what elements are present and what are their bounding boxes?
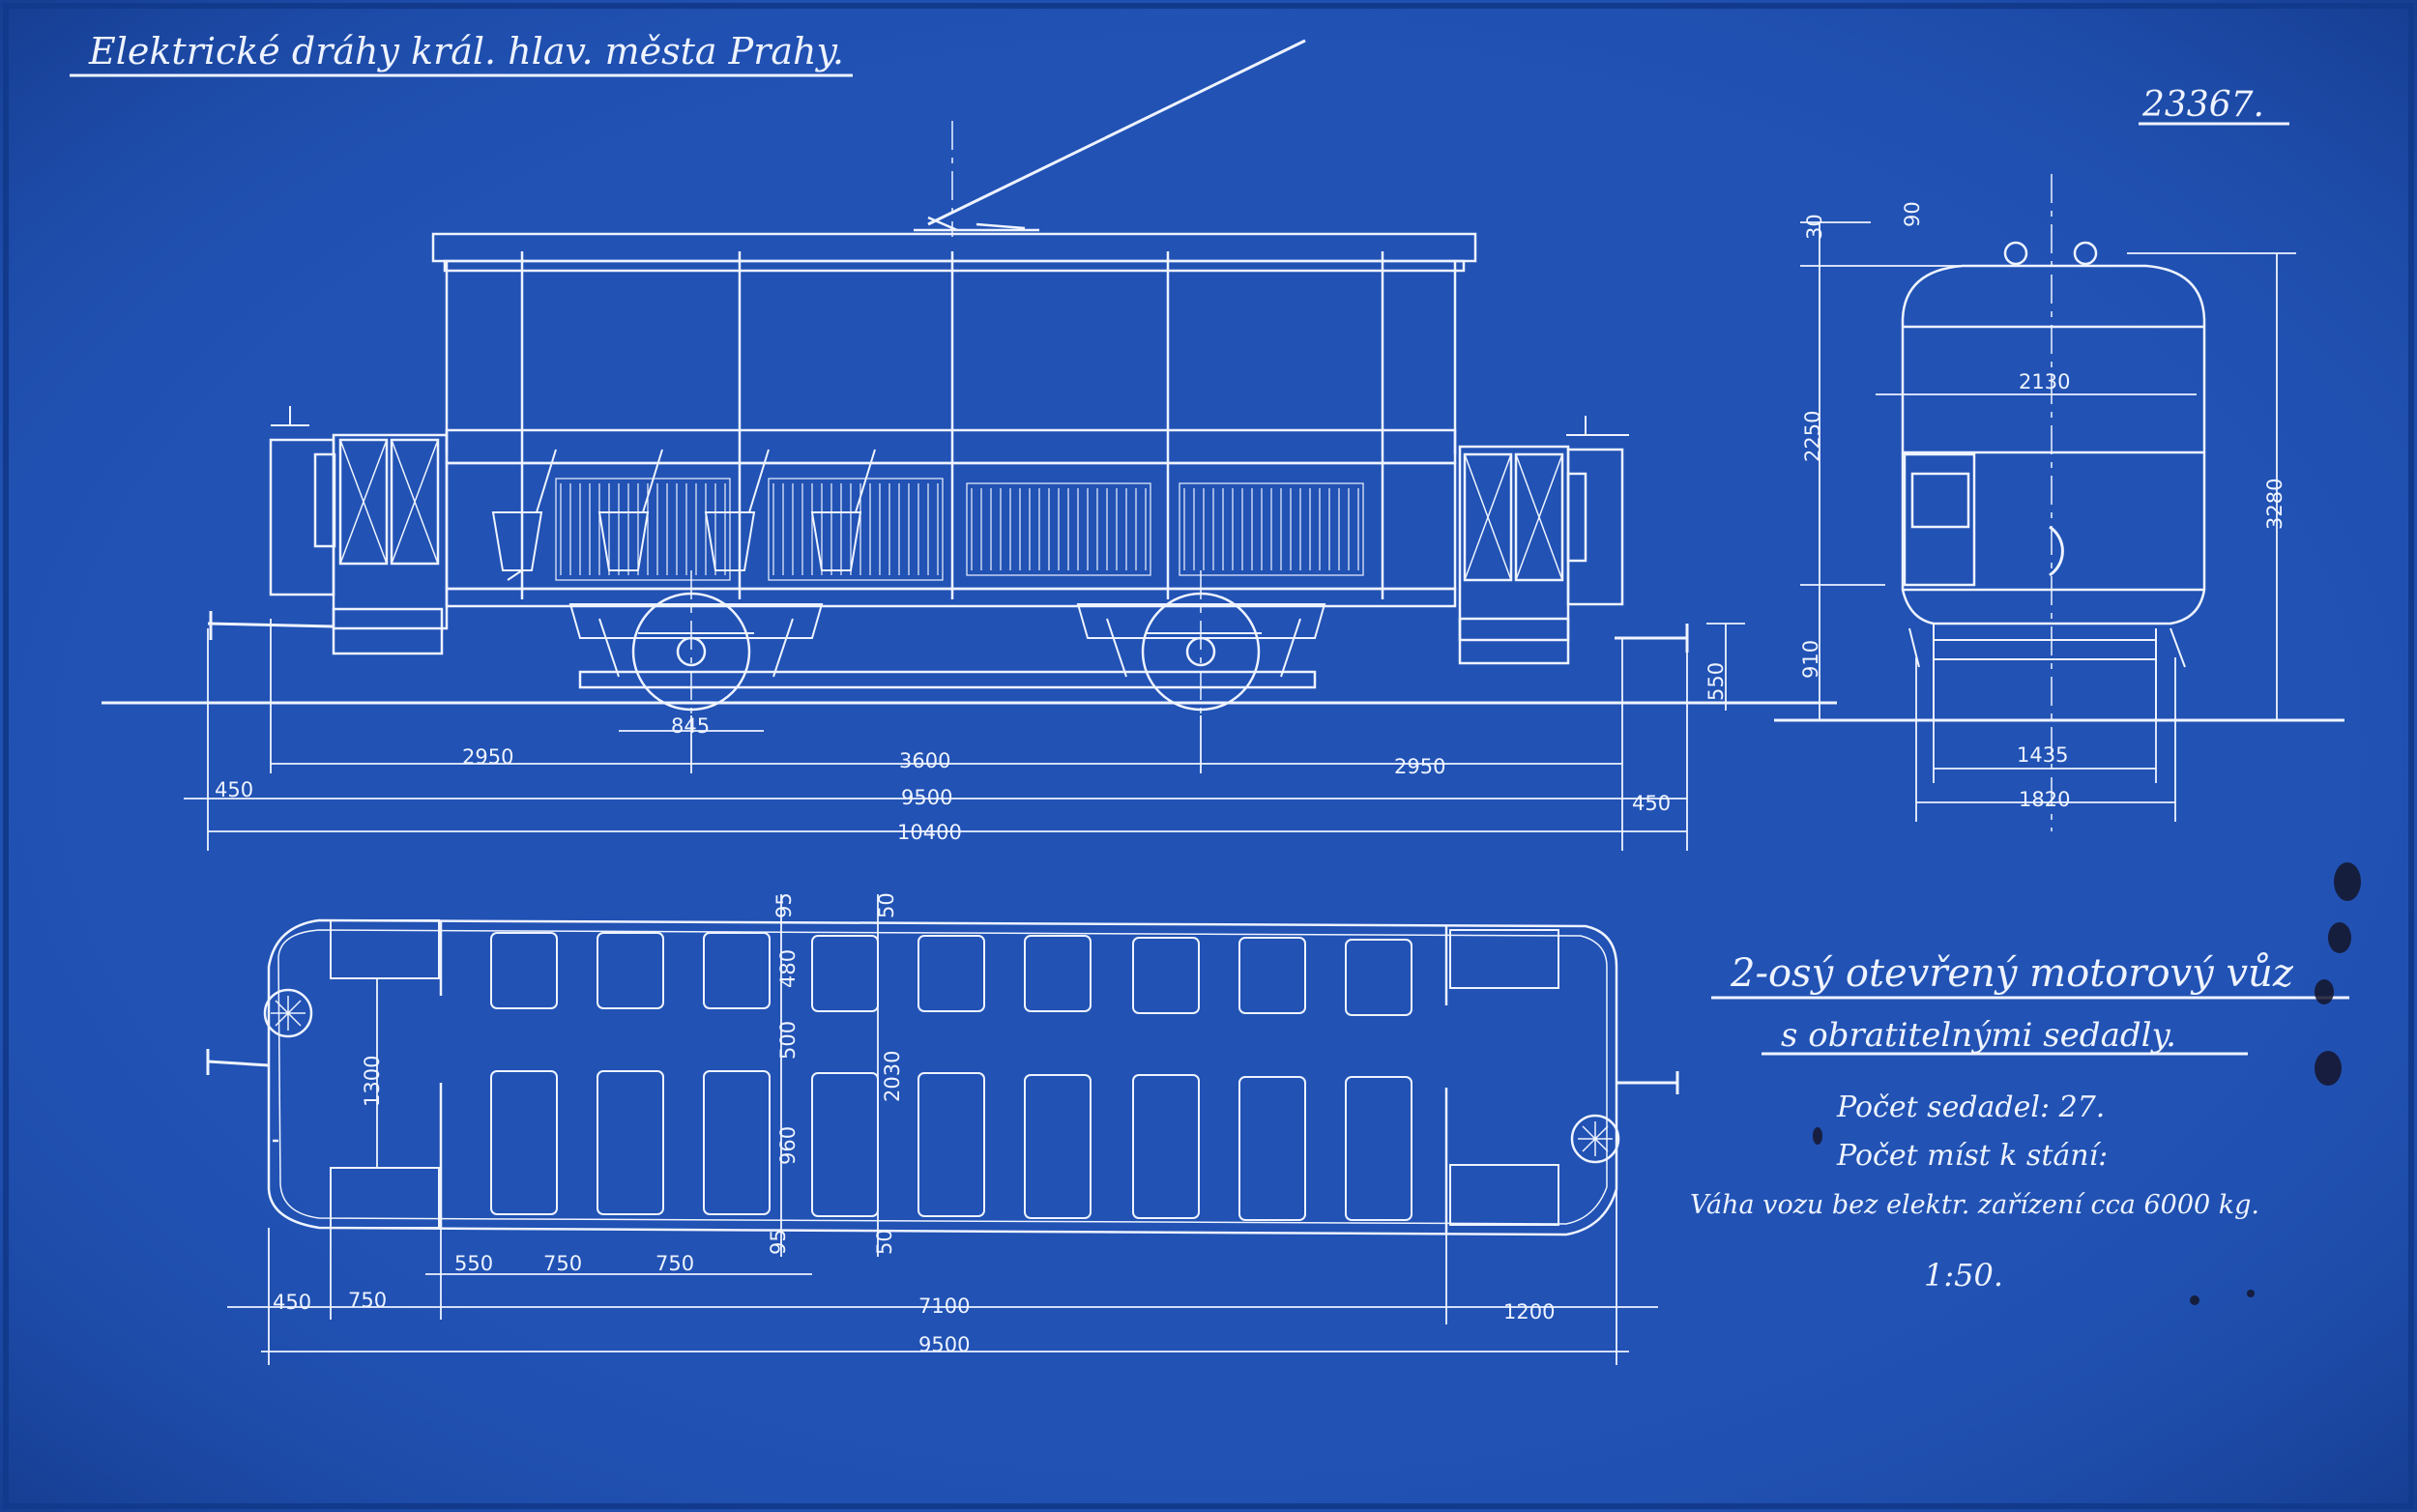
dim-500: 500 (776, 1021, 800, 1060)
title-line2: s obratitelnými sedadly. (1781, 1016, 2176, 1055)
dim-95-bottom: 95 (767, 1229, 790, 1255)
company-title: Elektrické dráhy král. hlav. města Prahy… (88, 30, 844, 73)
drawing-scale: 1:50. (1924, 1257, 2003, 1294)
dim-480: 480 (776, 949, 800, 988)
dim-550: 550 (1704, 662, 1728, 701)
trolley-pole (927, 39, 1306, 226)
dim-90: 90 (1901, 201, 1924, 227)
dim-9500-side: 9500 (901, 786, 952, 809)
dim-30: 30 (1803, 214, 1826, 240)
end-door (1903, 452, 1976, 587)
vehicle-weight: Váha vozu bez elektr. zařízení cca 6000 … (1690, 1190, 2259, 1220)
side-seats (491, 449, 876, 581)
brake-wheel-right (1570, 1114, 1620, 1164)
dim-1820: 1820 (2019, 788, 2070, 811)
dim-1200: 1200 (1503, 1300, 1555, 1323)
seat-count: Počet sedadel: 27. (1836, 1090, 2105, 1124)
fender-rail (578, 670, 1317, 689)
title-line1: 2-osý otevřený motorový vůz (1730, 951, 2294, 996)
dim-95-top: 95 (772, 892, 796, 918)
dim-910: 910 (1799, 640, 1822, 679)
end-dimensions (1800, 221, 2296, 822)
dim-750-a: 750 (543, 1252, 582, 1275)
side-view (102, 39, 1837, 715)
left-step (332, 607, 444, 655)
dim-3600: 3600 (899, 749, 950, 772)
dim-450-right: 450 (1632, 792, 1671, 815)
plan-view (206, 918, 1679, 1236)
panel-slats (555, 478, 1364, 581)
dim-845: 845 (671, 714, 710, 738)
dim-550-plan: 550 (454, 1252, 493, 1275)
plan-seats (490, 932, 1412, 1221)
dim-2130: 2130 (2019, 370, 2070, 393)
plan-outline (267, 918, 1618, 1236)
dim-9500-plan: 9500 (918, 1333, 970, 1356)
paper-edge (3, 3, 2414, 1509)
dim-450-left: 450 (215, 778, 253, 801)
dim-2030: 2030 (881, 1051, 904, 1102)
brake-wheel-left (263, 988, 313, 1038)
dim-50-bottom: 50 (873, 1229, 896, 1255)
dim-7100: 7100 (918, 1294, 970, 1318)
dim-50-top: 50 (875, 892, 898, 918)
ink-stains (1813, 862, 2361, 1305)
dim-2250: 2250 (1801, 411, 1824, 462)
side-dimensions (184, 619, 1745, 851)
drawing-number: 23367. (2141, 85, 2264, 125)
dim-2950-left: 2950 (462, 745, 513, 769)
dim-750-b: 750 (655, 1252, 694, 1275)
roof-eave (443, 259, 1466, 273)
dim-450-plan: 450 (273, 1291, 311, 1314)
dim-960: 960 (776, 1126, 800, 1165)
right-step (1458, 617, 1570, 665)
standing-count: Počet míst k stání: (1836, 1139, 2108, 1173)
dim-750-platform: 750 (348, 1289, 387, 1312)
dim-3280: 3280 (2263, 479, 2286, 530)
dim-1300: 1300 (361, 1056, 384, 1107)
dim-10400: 10400 (897, 821, 962, 844)
dim-2950-right: 2950 (1394, 755, 1445, 778)
plan-dimension-lines (227, 894, 1658, 1365)
dim-1435: 1435 (2017, 743, 2068, 767)
